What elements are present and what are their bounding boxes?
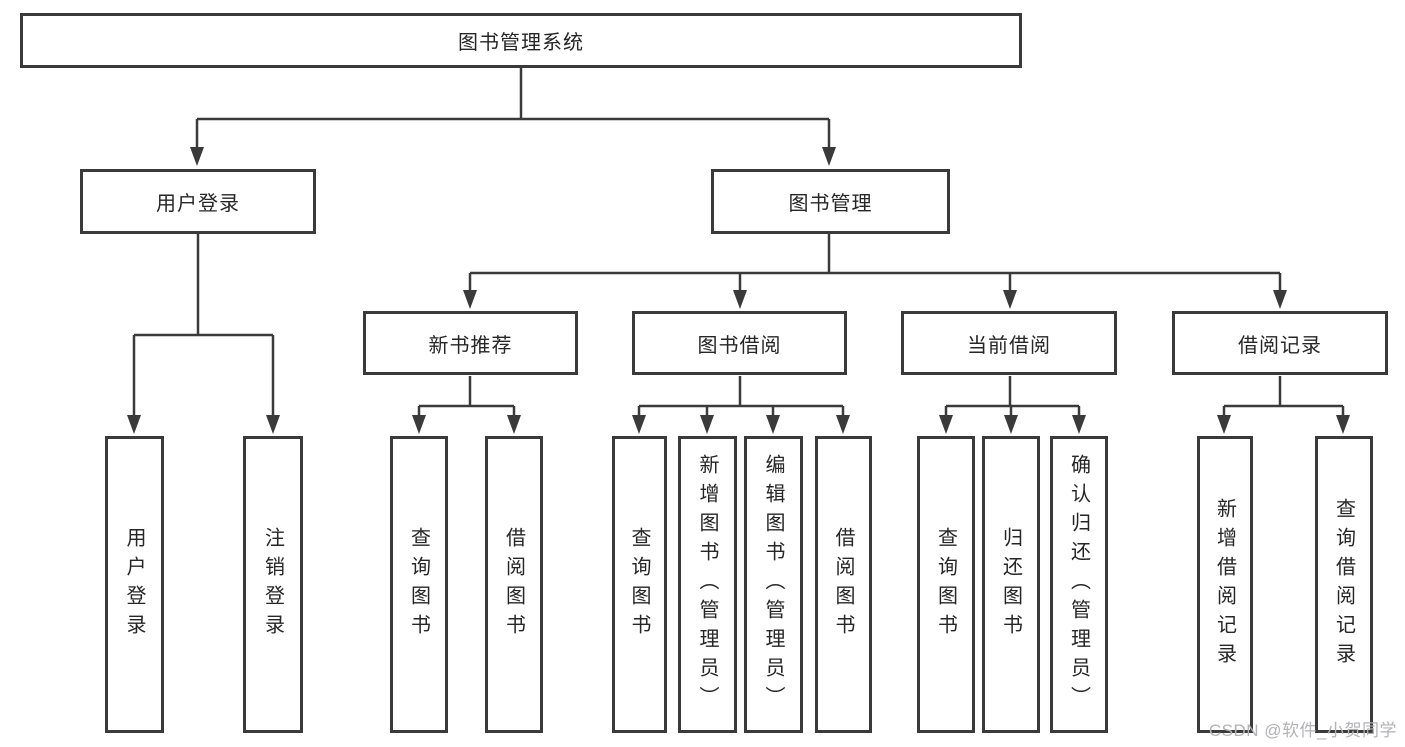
diagram-node-user-login: 用户登录 [80, 169, 316, 234]
node-label: 用户登录 [123, 526, 145, 643]
diagram-leaf-query-borrow-record: 查询借阅记录 [1315, 436, 1373, 733]
csdn-watermark: CSDN @软件_小贺同学 [1208, 721, 1397, 740]
node-label: 注销登录 [261, 526, 284, 643]
node-label: 查询图书 [407, 526, 430, 643]
diagram-node-book-management: 图书管理 [711, 169, 950, 234]
node-label: 借阅图书 [502, 526, 525, 643]
diagram-node-borrowing-records: 借阅记录 [1172, 311, 1388, 375]
diagram-leaf-user-login: 用户登录 [105, 436, 164, 733]
node-label: 新书推荐 [428, 334, 513, 357]
node-label: 查询图书 [934, 526, 957, 643]
node-label: 归还图书 [999, 526, 1022, 643]
node-label: 查询借阅记录 [1332, 497, 1355, 672]
diagram-node-root: 图书管理系统 [20, 13, 1022, 68]
node-label: 借阅记录 [1238, 334, 1322, 357]
node-label: 借阅图书 [832, 526, 854, 643]
diagram-node-new-book-recommend: 新书推荐 [363, 311, 578, 375]
node-label: 图书管理系统 [458, 32, 584, 54]
node-label: 用户登录 [156, 193, 240, 215]
diagram-leaf-edit-books-admin: 编辑图书（管理员） [744, 436, 803, 733]
diagram-node-book-borrowing: 图书借阅 [632, 311, 847, 375]
node-label: 当前借阅 [967, 334, 1051, 357]
node-label: 新增图书（管理员） [696, 454, 718, 715]
node-label: 新增借阅记录 [1213, 497, 1236, 672]
diagram-leaf-return-books: 归还图书 [982, 436, 1040, 733]
node-label: 查询图书 [628, 526, 650, 643]
diagram-leaf-borrow-books: 借阅图书 [815, 436, 872, 733]
diagram-leaf-borrow-books-recommend: 借阅图书 [485, 436, 543, 733]
node-label: 图书管理 [788, 193, 873, 215]
diagram-leaf-confirm-return-admin: 确认归还（管理员） [1050, 436, 1108, 733]
diagram-leaf-query-books-borrowing: 查询图书 [612, 436, 667, 733]
diagram-leaf-query-books-recommend: 查询图书 [390, 436, 448, 733]
diagram-leaf-add-borrow-record: 新增借阅记录 [1197, 436, 1253, 733]
node-label: 编辑图书（管理员） [762, 454, 784, 715]
diagram-node-current-borrowing: 当前借阅 [901, 311, 1117, 375]
node-label: 图书借阅 [697, 334, 782, 357]
diagram-leaf-logout: 注销登录 [243, 436, 303, 733]
diagram-leaf-add-books-admin: 新增图书（管理员） [678, 436, 737, 733]
diagram-leaf-query-books-current: 查询图书 [917, 436, 975, 733]
node-label: 确认归还（管理员） [1067, 454, 1090, 715]
